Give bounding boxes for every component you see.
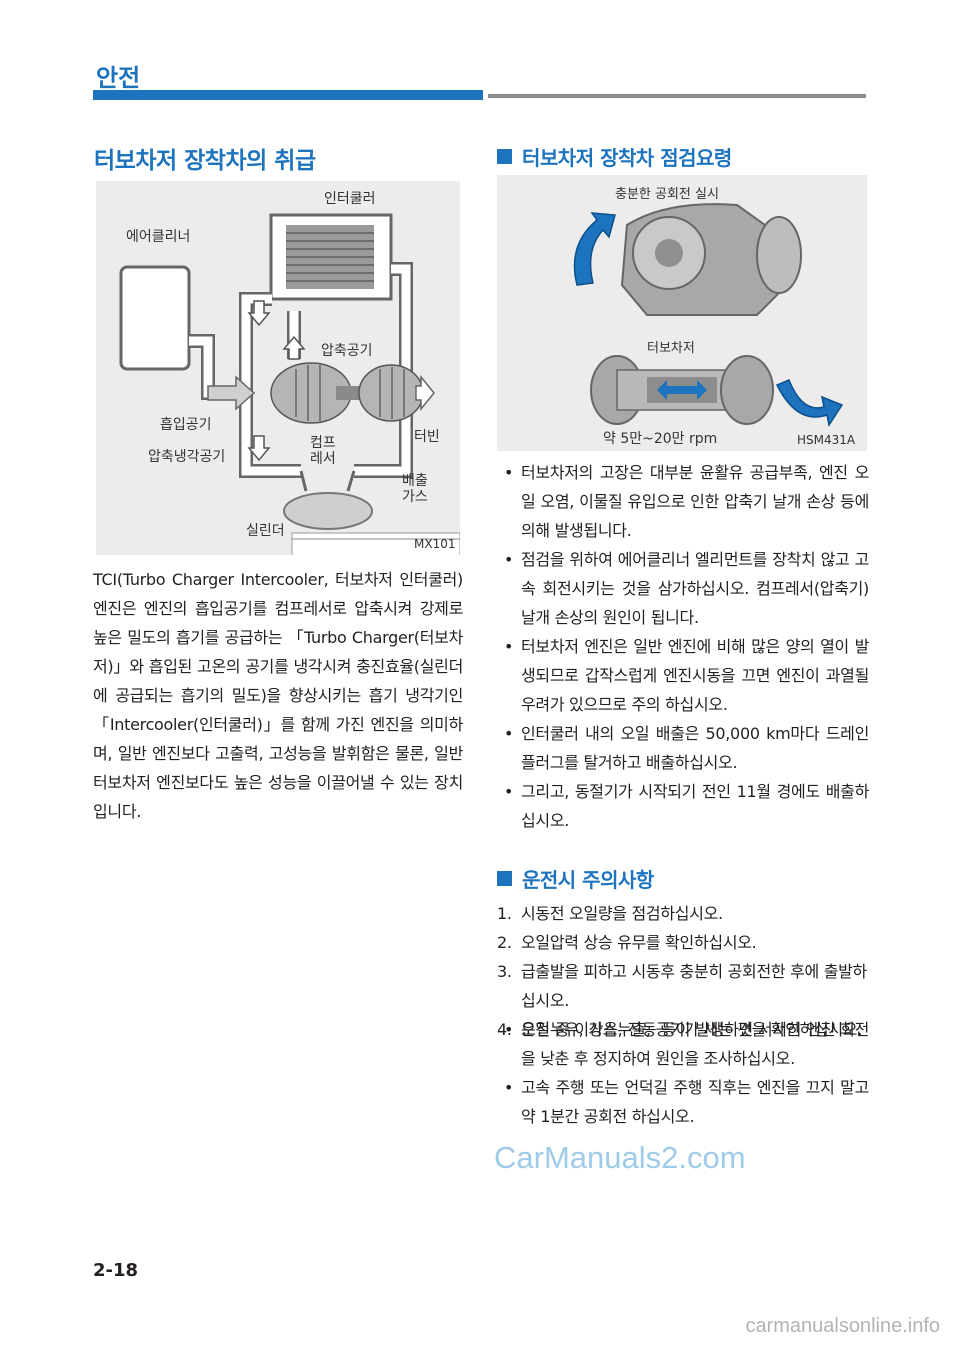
tci-description: TCI(Turbo Charger Intercooler, 터보차저 인터쿨러… <box>93 570 463 821</box>
cooled-air-label: 압축냉각공기 <box>148 449 226 465</box>
engine-diagram-illustration <box>119 213 460 555</box>
list-item: 그리고, 동절기가 시작되기 전인 11월 경에도 배출하십시오. <box>499 777 869 835</box>
section-title: 안전 <box>96 64 141 92</box>
inspection-heading: 터보차저 장착차 점검요령 <box>497 142 732 171</box>
inspection-heading-text: 터보차저 장착차 점검요령 <box>522 146 732 170</box>
turbo-handling-heading: 터보차저 장착차의 취급 <box>94 148 316 174</box>
exhaust-gas-label: 배출 가스 <box>402 473 428 505</box>
list-item: 인터쿨러 내의 오일 배출은 50,000 km마다 드레인 플러그를 탈거하고… <box>499 719 869 777</box>
inspection-bullet-list: 터보차저의 고장은 대부분 윤활유 공급부족, 엔진 오일 오염, 이물질 유입… <box>499 458 869 835</box>
turbine-label: 터빈 <box>414 429 440 445</box>
figure-code: MX101 <box>414 537 456 551</box>
intake-air-label: 흡입공기 <box>160 417 212 433</box>
heading-square-icon <box>497 871 512 886</box>
driving-heading: 운전시 주의사항 <box>497 864 654 893</box>
header-rule-gray <box>488 94 866 98</box>
numbered-item: 2.오일압력 상승 유무를 확인하십시오. <box>497 933 757 952</box>
list-item: 터보차저의 고장은 대부분 윤활유 공급부족, 엔진 오일 오염, 이물질 유입… <box>499 458 869 545</box>
heading-square-icon <box>497 149 512 164</box>
list-item: 점검을 위하여 에어클리너 엘리먼트를 장착치 않고 고속 회전시키는 것을 삼… <box>499 545 869 632</box>
page-number: 2-18 <box>93 1260 139 1281</box>
driving-bullet-list: 운전 중 이상음, 진동 등이 발생하면 서서히 엔진 회전을 낮춘 후 정지하… <box>499 1015 869 1131</box>
list-item: 운전 중 이상음, 진동 등이 발생하면 서서히 엔진 회전을 낮춘 후 정지하… <box>499 1015 869 1073</box>
numbered-item: 3.급출발을 피하고 시동후 충분히 공회전한 후에 출발하십시오. <box>497 962 867 1010</box>
rpm-label: 약 5만~20만 rpm <box>603 431 718 447</box>
numbered-item: 1.시동전 오일량을 점검하십시오. <box>497 904 723 923</box>
turbo-intercooler-diagram: 인터쿨러 에어클리너 압축공기 흡입공기 터빈 컴프 레서 압축냉각공기 배출 … <box>96 181 460 555</box>
idle-label: 충분한 공회전 실시 <box>615 187 719 202</box>
compressor-label: 컴프 레서 <box>310 435 336 467</box>
intercooler-label: 인터쿨러 <box>324 191 376 207</box>
footer-watermark: carmanualsonline.info <box>745 1315 940 1337</box>
aircleaner-label: 에어클리너 <box>126 229 191 245</box>
compressed-air-label: 압축공기 <box>321 343 373 359</box>
turbo-idle-figure: 충분한 공회전 실시 터보차저 약 5만~20만 rpm HSM431A <box>497 175 867 451</box>
header-rule-blue <box>93 90 483 100</box>
driving-heading-text: 운전시 주의사항 <box>522 868 654 892</box>
watermark-text: CarManuals2.com <box>494 1140 746 1175</box>
figure-code-right: HSM431A <box>797 433 856 447</box>
cylinder-label: 실린더 <box>246 523 285 539</box>
turbocharger-label: 터보차저 <box>647 341 695 356</box>
list-item: 고속 주행 또는 언덕길 주행 직후는 엔진을 끄지 말고 약 1분간 공회전 … <box>499 1073 869 1131</box>
turbocharger-illustration <box>573 203 844 427</box>
list-item: 터보차저 엔진은 일반 엔진에 비해 많은 양의 열이 발생되므로 갑작스럽게 … <box>499 632 869 719</box>
